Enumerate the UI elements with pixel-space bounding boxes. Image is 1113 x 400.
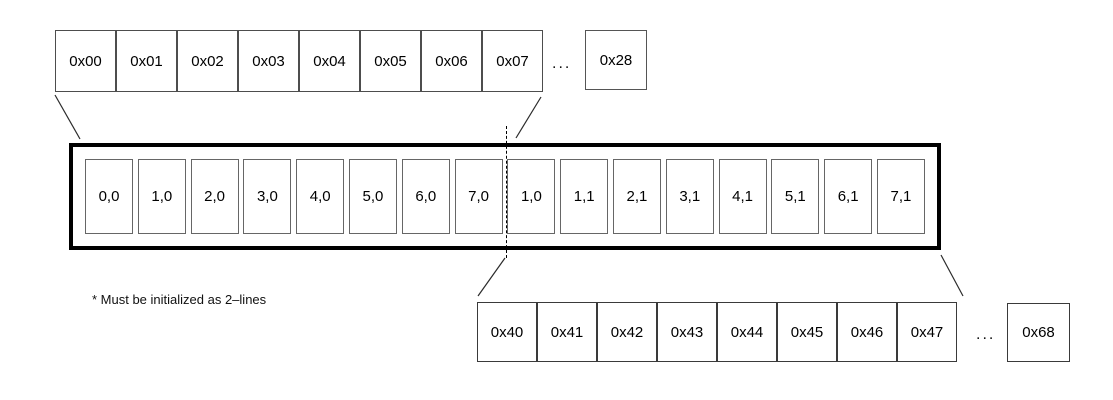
- address-cell: 0x03: [238, 30, 299, 92]
- address-cell-last-top: 0x28: [585, 30, 647, 90]
- char-cell: 1,1: [560, 159, 609, 234]
- address-cell: 0x06: [421, 30, 482, 92]
- char-cell: 0,0: [85, 159, 133, 234]
- char-cell: 3,0: [243, 159, 292, 234]
- char-cell: 4,1: [718, 159, 767, 234]
- address-cell: 0x41: [537, 302, 597, 362]
- connector-top-left-line: [54, 94, 81, 140]
- char-cell: 3,1: [665, 159, 714, 234]
- address-cell: 0x44: [717, 302, 777, 362]
- ellipsis-bottom: ...: [976, 326, 996, 343]
- char-cell: 4,0: [296, 159, 345, 234]
- ellipsis-top: ...: [552, 55, 572, 72]
- line-split-dashed-divider: [506, 126, 507, 258]
- address-cell: 0x01: [116, 30, 177, 92]
- char-cell: 5,1: [771, 159, 820, 234]
- address-cell: 0x47: [897, 302, 957, 362]
- address-row-top: 0x00 0x01 0x02 0x03 0x04 0x05 0x06 0x07: [55, 30, 543, 92]
- address-cell: 0x40: [477, 302, 537, 362]
- address-cell: 0x07: [482, 30, 543, 92]
- char-cell: 7,0: [454, 159, 503, 234]
- char-cell: 6,0: [401, 159, 450, 234]
- footnote: * Must be initialized as 2–lines: [92, 292, 267, 307]
- address-cell: 0x43: [657, 302, 717, 362]
- address-cell: 0x42: [597, 302, 657, 362]
- connector-bottom-right-line: [940, 254, 964, 297]
- address-cell: 0x00: [55, 30, 116, 92]
- char-cell: 2,0: [190, 159, 239, 234]
- char-cell: 2,1: [612, 159, 661, 234]
- address-row-bottom: 0x40 0x41 0x42 0x43 0x44 0x45 0x46 0x47: [477, 302, 957, 362]
- char-cell: 1,0: [137, 159, 186, 234]
- char-cell: 1,0: [507, 159, 556, 234]
- char-cell: 6,1: [824, 159, 873, 234]
- address-cell-last-bottom: 0x68: [1007, 303, 1070, 362]
- display-buffer-box: 0,0 1,0 2,0 3,0 4,0 5,0 6,0 7,0 1,0 1,1 …: [69, 143, 941, 250]
- connector-top-right-line: [515, 96, 542, 139]
- char-cell: 7,1: [876, 159, 925, 234]
- address-cell: 0x02: [177, 30, 238, 92]
- address-cell: 0x05: [360, 30, 421, 92]
- address-cell: 0x04: [299, 30, 360, 92]
- address-cell: 0x45: [777, 302, 837, 362]
- connector-bottom-left-line: [477, 257, 506, 297]
- address-cell: 0x46: [837, 302, 897, 362]
- char-cell: 5,0: [348, 159, 397, 234]
